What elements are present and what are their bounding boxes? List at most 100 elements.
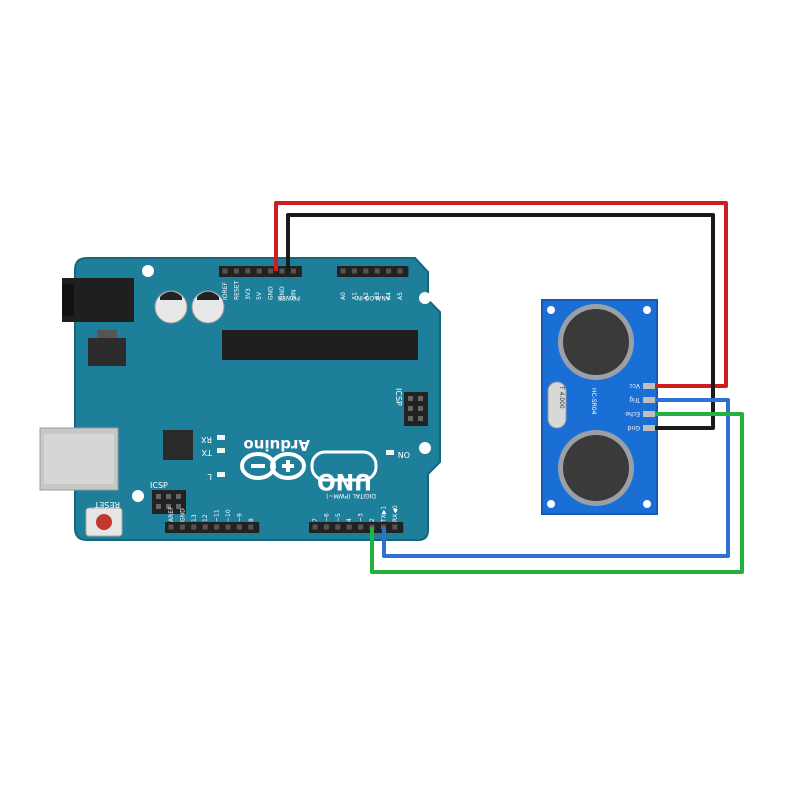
header-pin-dhigh-5[interactable]	[225, 524, 231, 530]
transducer-bottom	[558, 430, 634, 506]
icsp-pin	[156, 504, 161, 509]
power-header-label: POWER	[278, 294, 300, 301]
pin-label-analog-2: A2	[363, 292, 370, 300]
icsp-pin	[418, 416, 423, 421]
mounting-hole	[547, 500, 555, 508]
header-pin-dhigh-6[interactable]	[236, 524, 242, 530]
pin-label-dlow-7: RX◀0	[392, 505, 399, 522]
header-pin-dlow-2[interactable]	[335, 524, 341, 530]
model-text: UNO	[317, 468, 372, 493]
icsp2-label: ICSP	[394, 388, 403, 406]
tx-label: TX	[201, 448, 213, 457]
header-pin-dhigh-4[interactable]	[214, 524, 220, 530]
transducer-top	[558, 304, 634, 380]
pin-label-power-2: 3V3	[245, 288, 252, 300]
mounting-hole	[547, 306, 555, 314]
header-pin-power-6[interactable]	[290, 268, 296, 274]
pin-label-dhigh-6: ~9	[236, 513, 243, 522]
wire-trig-to-d4	[382, 398, 730, 558]
header-pin-analog-1[interactable]	[351, 268, 357, 274]
icsp-pin	[166, 504, 171, 509]
header-pin-analog-4[interactable]	[386, 268, 392, 274]
pin-label-dlow-2: ~5	[335, 513, 342, 522]
sensor-pin-trig[interactable]	[643, 397, 655, 403]
header-pin-dhigh-0[interactable]	[168, 524, 174, 530]
header-pin-power-5[interactable]	[279, 268, 285, 274]
sensor-pin-echo[interactable]	[643, 411, 655, 417]
pin-label-dhigh-4: ~11	[214, 509, 221, 522]
sensor-pin-vcc[interactable]	[643, 383, 655, 389]
sensor-pin-label-trig: Trig	[629, 396, 641, 403]
header-pin-dlow-0[interactable]	[312, 524, 318, 530]
board-pcb	[74, 257, 441, 541]
l-label: L	[207, 472, 212, 481]
header-pin-analog-5[interactable]	[397, 268, 403, 274]
header-pin-power-4[interactable]	[268, 268, 274, 274]
pin-label-dlow-6: TX▶1	[380, 506, 387, 523]
header-pin-analog-0[interactable]	[340, 268, 346, 274]
header-pin-dlow-7[interactable]	[392, 524, 398, 530]
pin-label-power-4: GND	[268, 286, 275, 300]
pin-label-dlow-5: 2	[369, 518, 376, 522]
wire-gnd-to-gnd	[286, 213, 715, 430]
header-pin-dhigh-7[interactable]	[248, 524, 254, 530]
pin-label-power-0: IOREF	[222, 282, 229, 300]
sensor-pin-gnd[interactable]	[643, 425, 655, 431]
dc-power-jack	[62, 278, 134, 322]
on-label: ON	[398, 450, 410, 459]
reset-button[interactable]	[85, 507, 123, 537]
pin-label-analog-1: A1	[351, 292, 358, 300]
header-pin-analog-3[interactable]	[374, 268, 380, 274]
icsp-pin	[176, 504, 181, 509]
sensor-pin-label-vcc: Vcc	[629, 382, 640, 389]
pin-label-power-3: 5V	[256, 291, 263, 300]
icsp-pin	[408, 416, 413, 421]
icsp-pin	[408, 396, 413, 401]
pin-label-power-5: GND	[279, 286, 286, 300]
mounting-hole	[419, 442, 431, 454]
header-body	[309, 522, 404, 533]
header-pin-dlow-3[interactable]	[346, 524, 352, 530]
pin-label-dlow-4: ~3	[358, 513, 365, 522]
mounting-hole	[419, 292, 431, 304]
sensor-model-label: HC-SR04	[590, 388, 597, 415]
on-led	[386, 450, 394, 455]
icsp-pin	[176, 494, 181, 499]
header-pin-power-2[interactable]	[245, 268, 251, 274]
header-pin-analog-2[interactable]	[363, 268, 369, 274]
voltage-regulator	[88, 330, 126, 366]
header-pin-power-1[interactable]	[233, 268, 239, 274]
tx-led	[217, 448, 225, 453]
capacitor	[191, 290, 225, 324]
digital-header-label: DIGITAL (PWM~)	[326, 492, 376, 499]
mounting-hole	[643, 306, 651, 314]
icsp-pin	[418, 396, 423, 401]
pin-label-dhigh-3: 12	[202, 514, 209, 522]
mounting-hole	[142, 265, 154, 277]
arduino-logo	[240, 450, 378, 482]
pin-label-analog-5: A5	[397, 292, 404, 300]
header-pin-dlow-4[interactable]	[358, 524, 364, 530]
icsp-pin	[166, 494, 171, 499]
usb-connector	[39, 427, 119, 491]
header-pin-power-3[interactable]	[256, 268, 262, 274]
header-pin-dhigh-3[interactable]	[202, 524, 208, 530]
header-pin-dhigh-1[interactable]	[179, 524, 185, 530]
header-body	[165, 522, 260, 533]
header-pin-dlow-1[interactable]	[323, 524, 329, 530]
infinity-logo-icon	[270, 452, 306, 480]
wire-echo-to-d5	[370, 412, 744, 574]
header-pin-power-0[interactable]	[222, 268, 228, 274]
usb-interface-chip	[163, 430, 193, 460]
icsp-pin	[408, 406, 413, 411]
crystal-label: T 4.000	[558, 385, 565, 409]
header-pin-dhigh-2[interactable]	[191, 524, 197, 530]
sensor-pin-label-gnd: Gnd	[628, 424, 640, 431]
l-led	[217, 472, 225, 477]
pin-label-dhigh-1: GND	[179, 508, 186, 522]
pin-label-power-1: RESET	[233, 280, 240, 300]
